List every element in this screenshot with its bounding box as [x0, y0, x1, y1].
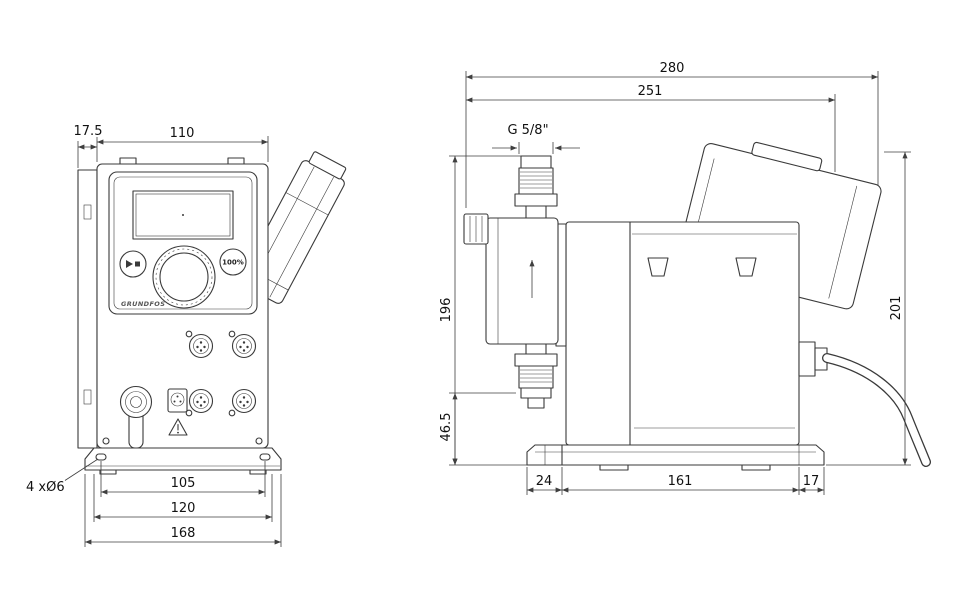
- base-plate-front: [84, 447, 282, 475]
- dim-17-label: 17: [803, 474, 820, 489]
- m12-connector: [228, 330, 257, 359]
- mounting-slot-right: [259, 453, 271, 461]
- connector-field: [102, 330, 263, 449]
- prime-100-button: 100%: [219, 248, 247, 276]
- dim-161-label: 161: [668, 474, 693, 489]
- dim-110-label: 110: [170, 126, 195, 141]
- power-cable: [798, 341, 931, 467]
- dim-46-5-label: 46.5: [439, 413, 454, 442]
- start-stop-button: [119, 250, 147, 278]
- front-view: 100% GRUNDFOS: [24, 122, 347, 547]
- dosing-head-side: [463, 155, 559, 409]
- suction-valve: [514, 343, 558, 409]
- dim-251-label: 251: [638, 84, 663, 99]
- relay-connector: [167, 388, 188, 413]
- dim-168-label: 168: [171, 526, 196, 541]
- side-dimensions: 280 251 G 5/8" 196 46.5 201: [437, 59, 911, 495]
- housing-screw: [102, 437, 110, 445]
- discharge-valve: [514, 155, 558, 219]
- dim-120-label: 120: [171, 501, 196, 516]
- lcd-display: [132, 190, 234, 240]
- thread-size-label: G 5/8": [507, 123, 548, 138]
- mounting-slot-left: [95, 453, 107, 461]
- click-wheel: [152, 245, 216, 309]
- deaeration-knob: [463, 213, 489, 245]
- stop-square-icon: [135, 261, 140, 267]
- m12-connector: [185, 330, 214, 359]
- dim-280-label: 280: [660, 61, 685, 76]
- m12-connector: [185, 388, 214, 417]
- side-view: 280 251 G 5/8" 196 46.5 201: [437, 59, 931, 495]
- vent-slot: [735, 257, 757, 277]
- control-panel: 100% GRUNDFOS: [108, 171, 258, 315]
- dim-17-5-label: 17.5: [74, 124, 103, 139]
- brand-logo-text: GRUNDFOS: [121, 300, 165, 308]
- m12-connector: [228, 388, 257, 417]
- holes-callout-label: 4 xØ6: [26, 480, 65, 495]
- mains-cable-gland: [119, 385, 153, 449]
- prime-100-button-label: 100%: [222, 259, 244, 267]
- base-plate-side: [526, 444, 825, 471]
- front-dimensions: 110 17.5 105 120 168 4 xØ6: [24, 122, 282, 547]
- start-stop-icon: [126, 260, 133, 268]
- vent-slot: [647, 257, 669, 277]
- wall-plate: [77, 169, 98, 449]
- housing-screw: [255, 437, 263, 445]
- warning-triangle-icon: [168, 418, 188, 436]
- dim-105-label: 105: [171, 476, 196, 491]
- dim-201-label: 201: [889, 296, 904, 321]
- motor-housing: [565, 221, 800, 446]
- dim-196-label: 196: [439, 298, 454, 323]
- dim-24-label: 24: [536, 474, 553, 489]
